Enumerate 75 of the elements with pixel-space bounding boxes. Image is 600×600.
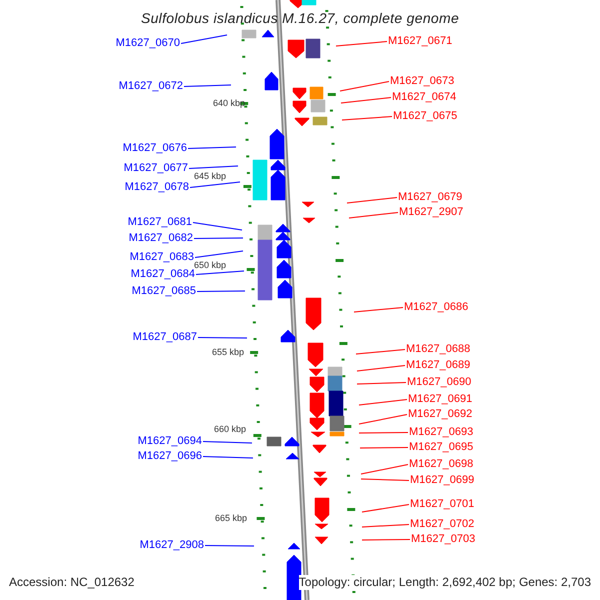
leader-line: [362, 524, 410, 528]
scale-label: 640 kbp: [212, 98, 245, 108]
leader-line: [348, 212, 398, 218]
leader-line: [340, 97, 392, 104]
leader-line: [204, 545, 254, 546]
leader-line: [196, 290, 246, 292]
scale-label: 660 kbp: [214, 424, 246, 434]
gene-label: M1627_0679: [398, 191, 462, 204]
gene-label: M1627_0684: [130, 268, 195, 281]
leader-line: [342, 116, 392, 120]
gene-label: M1627_0696: [138, 450, 202, 463]
leader-line: [346, 197, 398, 204]
scale-label: 655 kbp: [212, 347, 244, 357]
gene-label: M1627_0683: [130, 251, 194, 264]
gene-label: M1627_0676: [122, 142, 187, 155]
leader-line: [358, 399, 408, 406]
leader-line: [202, 456, 254, 458]
scale-label: 645 kbp: [194, 171, 226, 181]
leader-line: [194, 238, 244, 239]
gene-label: M1627_2908: [140, 539, 204, 552]
leader-line: [358, 414, 408, 424]
leader-line: [188, 146, 236, 149]
gene-label: M1627_0675: [393, 110, 458, 123]
gene-label: M1627_0678: [124, 181, 189, 194]
leader-line: [358, 432, 408, 434]
gene-label: M1627_0685: [132, 285, 196, 298]
leader-line: [340, 81, 390, 92]
leader-line: [202, 441, 252, 444]
gene-label: M1627_0703: [411, 533, 476, 546]
gene-label: M1627_0692: [408, 408, 472, 421]
genome-summary-note: Topology: circular; Length: 2,692,402 bp; Genes: 2,703: [298, 575, 591, 590]
leader-line: [188, 166, 238, 169]
gene-label: M1627_0681: [128, 216, 192, 229]
gene-label: M1627_0699: [410, 474, 474, 487]
leader-line: [360, 478, 410, 481]
gene-label: M1627_0702: [410, 518, 474, 531]
gene-label: M1627_0689: [406, 359, 470, 372]
leader-line: [190, 182, 240, 188]
gene-label: M1627_0673: [390, 75, 454, 88]
leader-line: [356, 365, 406, 372]
gene-label: M1627_0671: [388, 35, 452, 48]
leader-line: [360, 447, 408, 448]
scale-label: 650 kbp: [194, 260, 226, 270]
gene-label: M1627_0694: [138, 435, 202, 448]
leader-line: [356, 349, 406, 354]
gene-label: M1627_0682: [128, 232, 193, 245]
gene-label: M1627_0695: [409, 441, 474, 454]
gene-label: M1627_0691: [408, 393, 472, 406]
leader-line: [362, 539, 410, 540]
leader-line: [184, 84, 232, 87]
leader-line: [336, 41, 388, 46]
accession-note: Accession: NC_012632: [9, 575, 134, 590]
gene-label: M1627_0677: [124, 162, 188, 175]
leader-line: [196, 270, 244, 275]
leader-line: [362, 504, 410, 512]
gene-label: M1627_0698: [409, 458, 474, 471]
gene-label: M1627_0688: [406, 343, 470, 356]
leader-line: [354, 307, 404, 312]
scale-label: 665 kbp: [214, 513, 247, 523]
gene-label: M1627_0701: [410, 498, 474, 511]
leader-line: [180, 34, 228, 44]
gene-label: M1627_0690: [407, 376, 472, 389]
gene-label: M1627_0674: [392, 91, 456, 104]
leader-line: [194, 250, 244, 258]
gene-label: M1627_0672: [118, 80, 183, 93]
gene-label: M1627_0670: [116, 37, 180, 50]
gene-label: M1627_0686: [404, 301, 468, 314]
gene-label: M1627_0687: [132, 331, 197, 344]
leader-line: [198, 337, 248, 338]
leader-line: [360, 464, 408, 474]
leader-line: [192, 222, 242, 230]
gene-label: M1627_0693: [409, 426, 474, 439]
leader-line: [356, 382, 406, 384]
gene-label: M1627_2907: [399, 206, 464, 219]
title: Sulfolobus islandicus M.16.27, complete genome: [140, 10, 460, 26]
